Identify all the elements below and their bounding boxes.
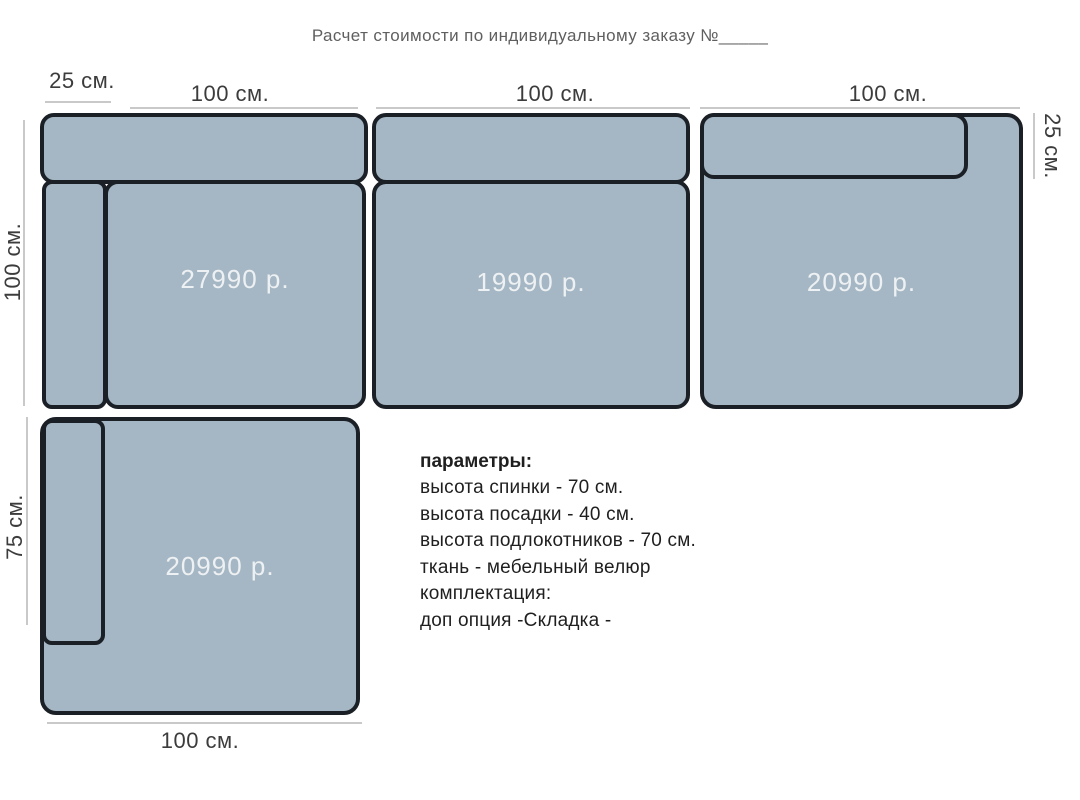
module1-seat: 27990 р. [104, 180, 366, 409]
module1-price: 27990 р. [180, 264, 290, 294]
parameter-line: доп опция -Складка - [420, 609, 612, 631]
dim-armrest-width-label: 25 см. [49, 68, 115, 93]
module2-seat: 19990 р. [372, 180, 690, 409]
dim-module3-width-label: 100 см. [848, 81, 928, 106]
dim-left-height-line [23, 120, 25, 406]
parameter-line: комплектация: [420, 583, 552, 604]
parameter-line: ткань - мебельный велюр [420, 556, 651, 578]
module2-price: 19990 р. [476, 266, 586, 297]
module1-backrest [40, 113, 368, 184]
module3-price: 20990 р. [806, 266, 917, 297]
module2-backrest [372, 113, 690, 184]
dim-module3-width-line [700, 107, 1020, 109]
dim-left-height-label: 100 см. [0, 222, 25, 302]
parameter-line: высота спинки - 70 см. [420, 477, 624, 498]
dim-module1-width-label: 100 см. [190, 81, 270, 106]
dim-bottom-width-label: 100 см. [160, 728, 240, 753]
module4-armrest [42, 419, 105, 645]
dim-bottom-height-label: 75 см. [2, 494, 27, 560]
module1-armrest [42, 180, 107, 409]
parameters-block: параметры: высота спинки - 70 см. высота… [420, 448, 696, 634]
dim-module2-width-label: 100 см. [515, 81, 595, 106]
dim-armrest-width-line [45, 101, 111, 103]
dim-bottom-height-line [26, 417, 28, 625]
dim-backrest-depth-label: 25 см. [1040, 113, 1065, 179]
parameter-line: высота подлокотников - 70 см. [420, 530, 696, 551]
dim-bottom-width-line [47, 722, 362, 724]
dim-backrest-depth-line [1033, 113, 1035, 179]
dim-module2-width-line [376, 107, 690, 109]
module4-price: 20990 р. [165, 550, 275, 581]
parameters-heading: параметры: [420, 451, 533, 472]
parameter-line: высота посадки - 40 см. [420, 503, 635, 525]
module3-backrest [700, 113, 968, 179]
dim-module1-width-line [130, 107, 358, 109]
page-title: Расчет стоимости по индивидуальному зака… [311, 26, 769, 45]
